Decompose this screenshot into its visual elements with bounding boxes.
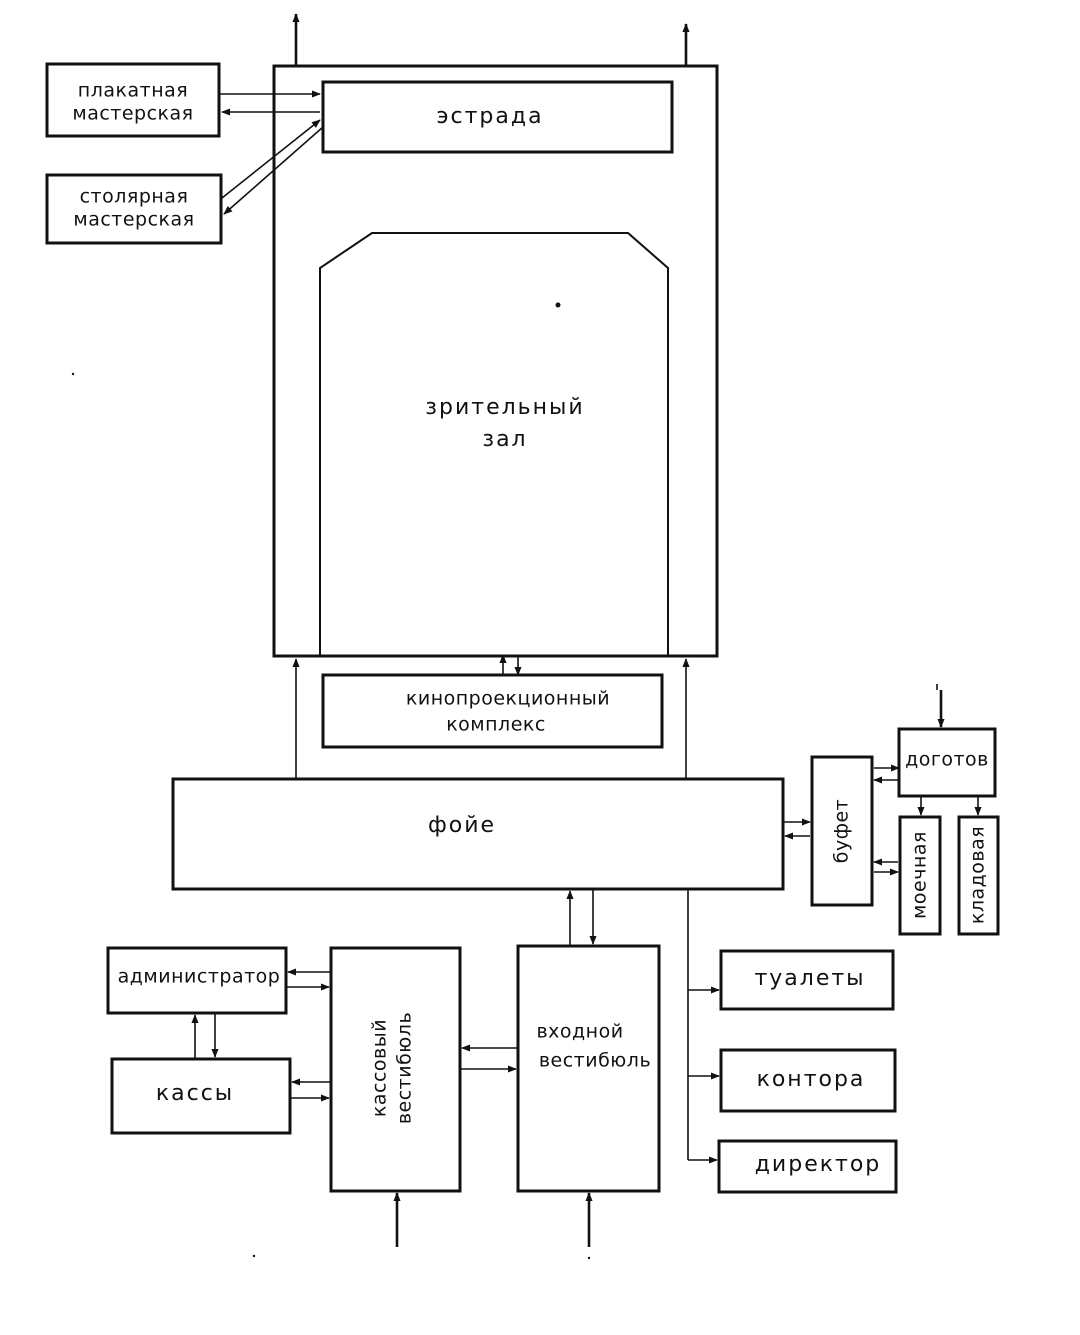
kontora-box <box>719 1048 897 1113</box>
direktor-box <box>717 1139 898 1194</box>
kontora-label: контора <box>757 1067 866 1092</box>
zal-label-2: зал <box>482 427 527 452</box>
tualety-label: туалеты <box>754 966 865 991</box>
speck <box>587 1256 591 1260</box>
zal-label-1: зрительный <box>425 395 584 420</box>
dogotov-label: доготов <box>905 749 989 771</box>
moechnaya-label: моечная <box>909 831 931 919</box>
dogotov-box <box>897 727 997 798</box>
moechnaya-box <box>898 815 942 936</box>
estrada-box <box>321 80 674 154</box>
stolyarnaya-label-1: столярная <box>80 186 189 208</box>
auditorium-outline <box>319 232 669 656</box>
bufet-box <box>810 755 874 907</box>
kassy-label: кассы <box>156 1081 234 1106</box>
plakatnaya-label-2: мастерская <box>72 103 193 125</box>
administrator-label: администратор <box>118 966 281 988</box>
kladovaya-label: кладовая <box>967 826 989 924</box>
kassovy-label-1: кассовый <box>369 1019 391 1117</box>
plakatnaya-box <box>45 62 221 138</box>
foye-label: фойе <box>428 813 496 838</box>
administrator-box <box>106 946 288 1015</box>
auditorium-block <box>272 64 719 658</box>
kino-label-2: комплекс <box>446 714 546 736</box>
speck <box>252 1254 256 1258</box>
vkhodnoy-box <box>516 944 661 1193</box>
ink-dot <box>555 302 561 308</box>
tualety-box <box>719 949 895 1011</box>
kassy-box <box>110 1057 292 1135</box>
kassovy-label-2: вестибюль <box>394 1012 416 1124</box>
kladovaya-box <box>957 815 1000 936</box>
vkhodnoy-label-2: вестибюль <box>539 1050 651 1072</box>
direktor-label: директор <box>755 1152 882 1177</box>
kassovy-box <box>329 946 462 1193</box>
estrada-label: эстрада <box>436 104 543 129</box>
bufet-label: буфет <box>831 799 853 863</box>
foye-box <box>171 777 785 891</box>
stolyarnaya-box <box>45 173 223 245</box>
stolyarnaya-label-2: мастерская <box>73 209 194 231</box>
kino-box <box>321 673 664 749</box>
kino-label-1: кинопроекционный <box>406 688 610 710</box>
arrow-estrada-to-stolyar <box>223 126 324 215</box>
plakatnaya-label-1: плакатная <box>78 80 188 102</box>
speck <box>71 372 75 376</box>
vkhodnoy-label-1: входной <box>536 1021 623 1043</box>
arrow-stolyar-to-estrada <box>221 119 321 199</box>
